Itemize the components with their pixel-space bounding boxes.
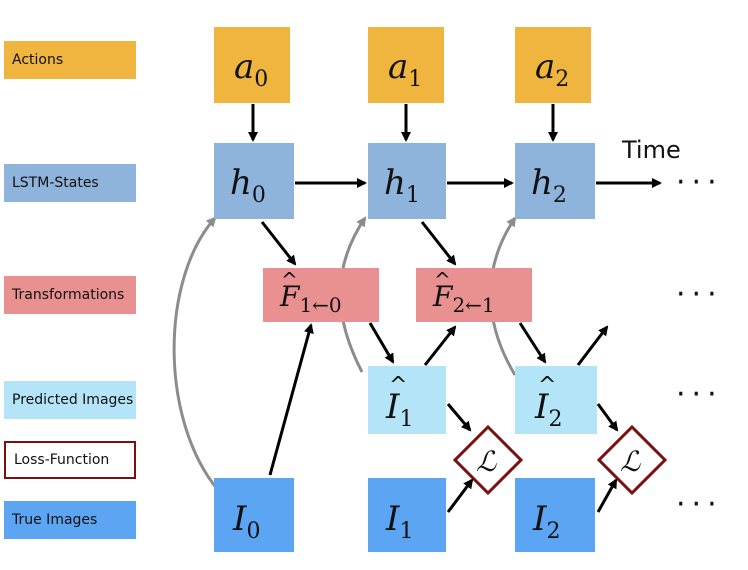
predicted-label-2: I2 xyxy=(534,387,562,432)
state-box-1 xyxy=(368,143,446,219)
legend-true-label: True Images xyxy=(12,512,98,528)
arrow-h1-f21 xyxy=(420,221,457,266)
state-box-0 xyxy=(214,143,294,219)
action-box-0 xyxy=(214,27,290,103)
action-label-0: a0 xyxy=(234,47,268,92)
loss-symbol-2: ℒ xyxy=(620,445,641,478)
time-label: Time xyxy=(621,136,681,164)
legend-transformations: Transformations xyxy=(4,276,136,314)
arrow-i2-loss2 xyxy=(596,478,618,513)
true-label-2: I2 xyxy=(532,499,560,544)
legend-predicted-images: Predicted Images xyxy=(4,381,136,419)
arrow-f21-i2hat xyxy=(518,322,547,364)
predicted-box-1 xyxy=(368,366,446,434)
ellipsis-row-2: ··· xyxy=(676,277,723,312)
arrow-h0-f10 xyxy=(260,221,297,266)
gray-arrow-i0-h0 xyxy=(172,216,220,491)
legend-loss-function: Loss-Function xyxy=(4,441,136,479)
transform-hat-2-1: ^ xyxy=(434,268,451,292)
arrow-i1-loss1 xyxy=(446,478,474,513)
arrow-i1hat-loss1 xyxy=(446,403,472,432)
ellipsis-row-1: ··· xyxy=(676,165,723,200)
transform-box-2-1 xyxy=(416,268,532,322)
legend-lstm-label: LSTM-States xyxy=(12,175,99,191)
legend-transform-label: Transformations xyxy=(12,287,125,303)
loss-diamond-2 xyxy=(596,424,668,496)
predicted-box-2 xyxy=(515,366,597,434)
predicted-hat-2: ^ xyxy=(538,373,556,398)
transform-box-1-0 xyxy=(263,268,379,322)
action-label-2: a2 xyxy=(535,47,569,92)
true-label-0: I0 xyxy=(232,499,260,544)
ellipsis-row-3: ··· xyxy=(676,377,723,412)
true-box-0 xyxy=(214,478,294,552)
action-box-1 xyxy=(368,27,444,103)
arrow-i2hat-loss2 xyxy=(596,403,619,432)
action-box-2 xyxy=(515,27,591,103)
legend-actions-label: Actions xyxy=(12,52,64,68)
state-label-0: h0 xyxy=(230,163,266,208)
state-box-2 xyxy=(515,143,595,219)
legend-actions: Actions xyxy=(4,41,136,79)
arrow-i1hat-f21 xyxy=(423,325,457,366)
state-label-2: h2 xyxy=(531,163,567,208)
arrow-f10-i1hat xyxy=(368,322,395,364)
loss-symbol-1: ℒ xyxy=(476,445,497,478)
true-label-1: I1 xyxy=(385,499,413,544)
action-label-1: a1 xyxy=(388,47,422,92)
legend-predicted-label: Predicted Images xyxy=(12,392,134,408)
ellipsis-row-4: ··· xyxy=(676,487,723,522)
arrow-i2hat-next xyxy=(576,325,609,366)
state-label-1: h1 xyxy=(384,163,420,208)
legend-loss-label: Loss-Function xyxy=(14,452,110,468)
predicted-label-1: I1 xyxy=(385,387,413,432)
predicted-hat-1: ^ xyxy=(389,373,407,398)
transform-hat-1-0: ^ xyxy=(281,268,298,292)
transform-label-2-1: F2←1 xyxy=(432,280,495,317)
true-box-1 xyxy=(368,478,446,552)
loss-diamond-1 xyxy=(452,424,524,496)
legend-lstm-states: LSTM-States xyxy=(4,164,136,202)
transform-label-1-0: F1←0 xyxy=(279,280,342,317)
arrow-i0-f10 xyxy=(268,323,314,476)
true-box-2 xyxy=(515,478,595,552)
legend-true-images: True Images xyxy=(4,501,136,539)
